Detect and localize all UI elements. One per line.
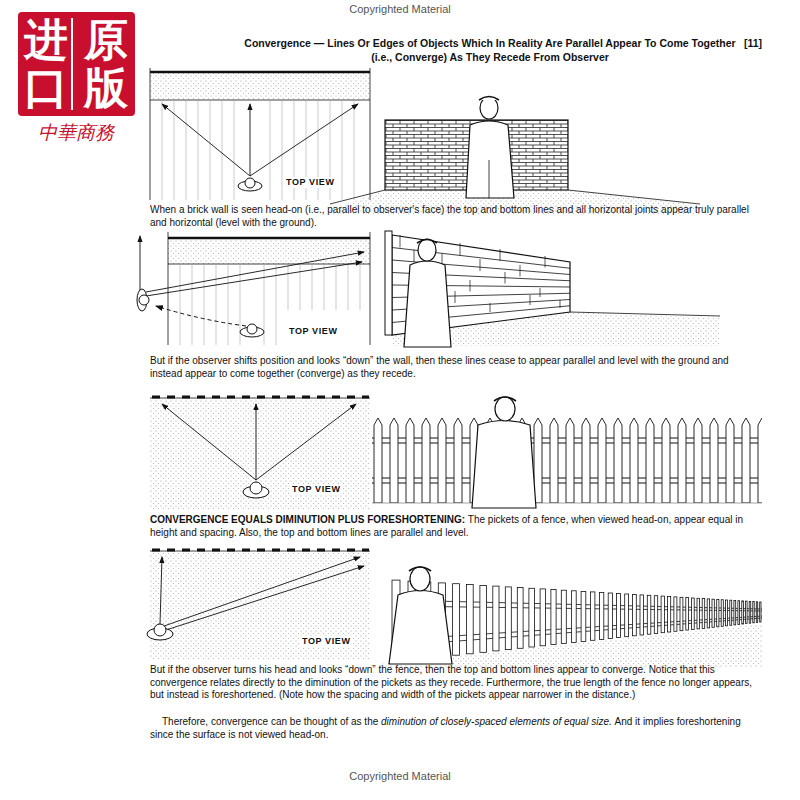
picket-fence-converging [380,567,762,668]
caption-text: When a brick wall is seen head-on (i.e.,… [150,204,762,229]
top-view-wall-headon [150,68,370,200]
view-label: TOP VIEW [290,484,342,495]
page-number: [11] [744,36,762,50]
caption-text: CONVERGENCE EQUALS DIMINUTION PLUS FORES… [150,514,465,525]
view-label: TOP VIEW [287,326,339,337]
caption-text: But if the observer shifts position and … [150,355,762,380]
caption-paragraph: CONVERGENCE EQUALS DIMINUTION PLUS FORES… [150,514,762,539]
view-label: TOP VIEW [300,636,352,647]
caption-text: diminution of closely-spaced elements of… [381,716,612,727]
brick-wall-headon [330,97,700,216]
caption-text: But if the observer turns his head and l… [150,664,762,702]
top-view-fence-headon [150,397,370,510]
caption-text: Therefore, convergence can be thought of… [162,716,378,727]
picket-fence-headon [372,397,762,508]
badge-text: 进口 [24,16,68,113]
top-view-fence-side [147,550,370,660]
brick-wall-converging [385,231,720,347]
top-view-wall-side [137,232,370,345]
copyright-notice: Copyrighted Material [300,3,500,16]
publisher-mark: 中華商務 [38,121,114,143]
caption-paragraph: Therefore, convergence can be thought of… [150,716,762,741]
page-title: Convergence — Lines Or Edges of Objects … [240,36,740,64]
badge-text: 原版 [84,16,128,113]
view-label: TOP VIEW [284,177,336,188]
import-badge [18,12,135,116]
copyright-notice: Copyrighted Material [300,770,500,783]
